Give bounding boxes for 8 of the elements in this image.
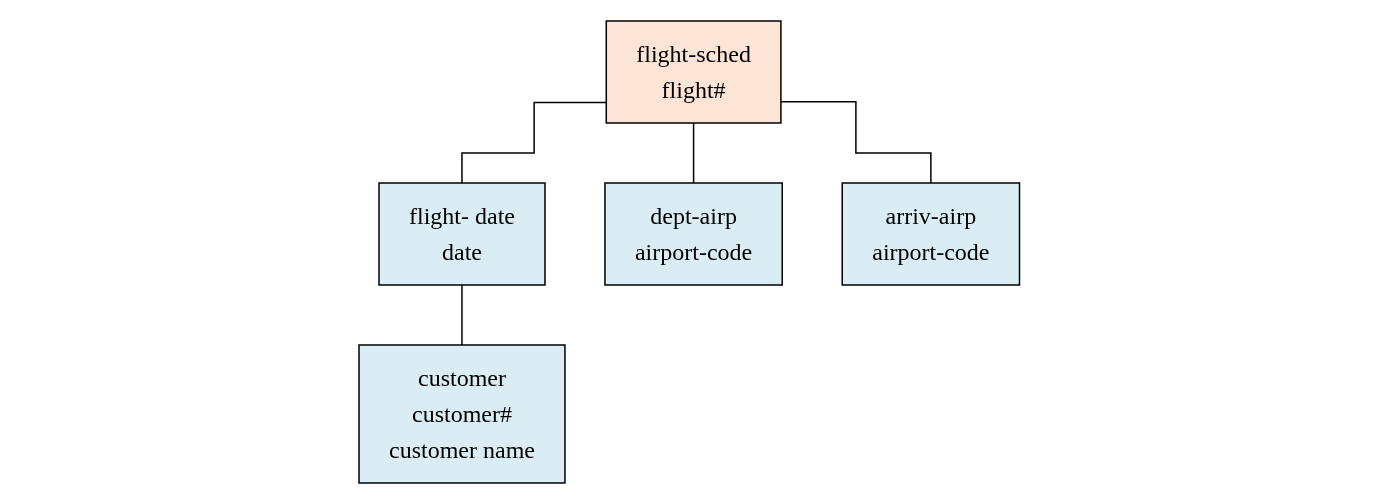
connector — [692, 122, 695, 184]
connector — [460, 284, 463, 346]
node-box: customer customer# customer name — [358, 344, 566, 484]
node-box: flight- date date — [378, 182, 546, 286]
node-box: dept-airp airport-code — [603, 182, 783, 286]
node-box: flight-sched flight# — [605, 20, 782, 124]
node-box: arriv-airp airport-code — [841, 182, 1020, 286]
connector — [460, 101, 607, 184]
